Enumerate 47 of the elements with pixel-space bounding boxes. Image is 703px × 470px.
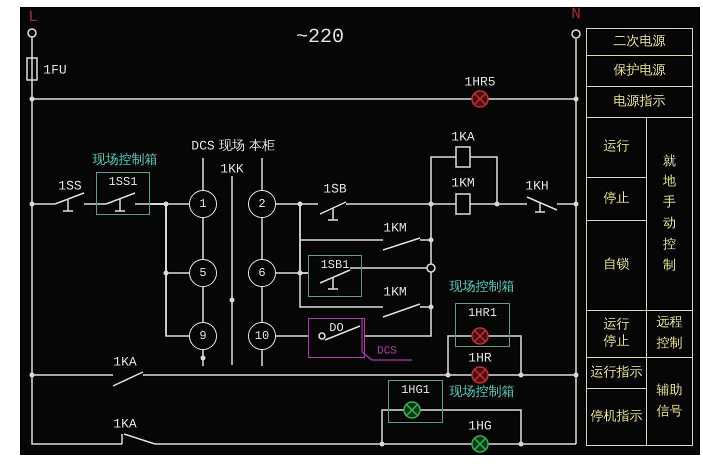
box-heading: 现场控制箱	[92, 154, 158, 166]
table-cell: 二次电源	[586, 28, 693, 56]
component-label: 本柜	[249, 140, 275, 152]
component-label: ~220	[296, 28, 344, 48]
component-label: 1KA	[451, 130, 475, 144]
component-label: DCS	[377, 346, 397, 358]
control-box: 1HG1	[388, 380, 443, 423]
component-label: 1KM	[451, 176, 475, 190]
wire	[261, 287, 263, 322]
terminal-circle: 9	[189, 322, 217, 350]
terminal-circle: 5	[189, 259, 217, 287]
component-label: 1KM	[383, 286, 407, 298]
component-label: 1KA	[113, 418, 137, 430]
box-heading: 现场控制箱	[450, 280, 514, 294]
wire	[150, 203, 189, 337]
component-label: N	[571, 6, 581, 22]
component-label: 1KM	[383, 222, 407, 234]
control-box: 1SB1	[308, 255, 362, 297]
component-label: 1KH	[525, 180, 549, 192]
table-cell: 保护电源	[586, 55, 693, 87]
terminal-circle: 1	[189, 190, 217, 218]
component-label: 1HR	[468, 352, 492, 364]
wire	[202, 287, 204, 322]
component-label: 1KA	[113, 356, 137, 368]
component-label: 现场	[219, 140, 245, 152]
component-label: 1SB	[323, 182, 347, 196]
control-box: DO	[308, 318, 365, 358]
control-box: 1SS1	[96, 172, 150, 215]
component-label: 1HR5	[464, 76, 496, 88]
component-label: 1KK	[220, 162, 244, 176]
component-label: 1HG	[468, 420, 492, 432]
component-label: 1SS	[58, 180, 82, 192]
wire	[261, 218, 263, 259]
box-caption: 现场控制箱	[450, 386, 514, 398]
wire	[202, 218, 204, 259]
component-label: 1FU	[43, 64, 67, 76]
wire	[276, 272, 308, 274]
terminal-circle: 2	[248, 190, 276, 218]
table-cell: 电源指示	[586, 86, 693, 118]
component-label: DCS	[191, 140, 215, 152]
terminal-circle: 10	[248, 322, 276, 350]
wire	[276, 335, 308, 337]
control-box: 1HR1	[455, 303, 510, 347]
terminal-circle: 6	[248, 259, 276, 287]
table-cell: 辅助信号	[646, 357, 693, 446]
component-label: L	[28, 9, 38, 25]
table-cell: 停机指示	[586, 388, 647, 446]
